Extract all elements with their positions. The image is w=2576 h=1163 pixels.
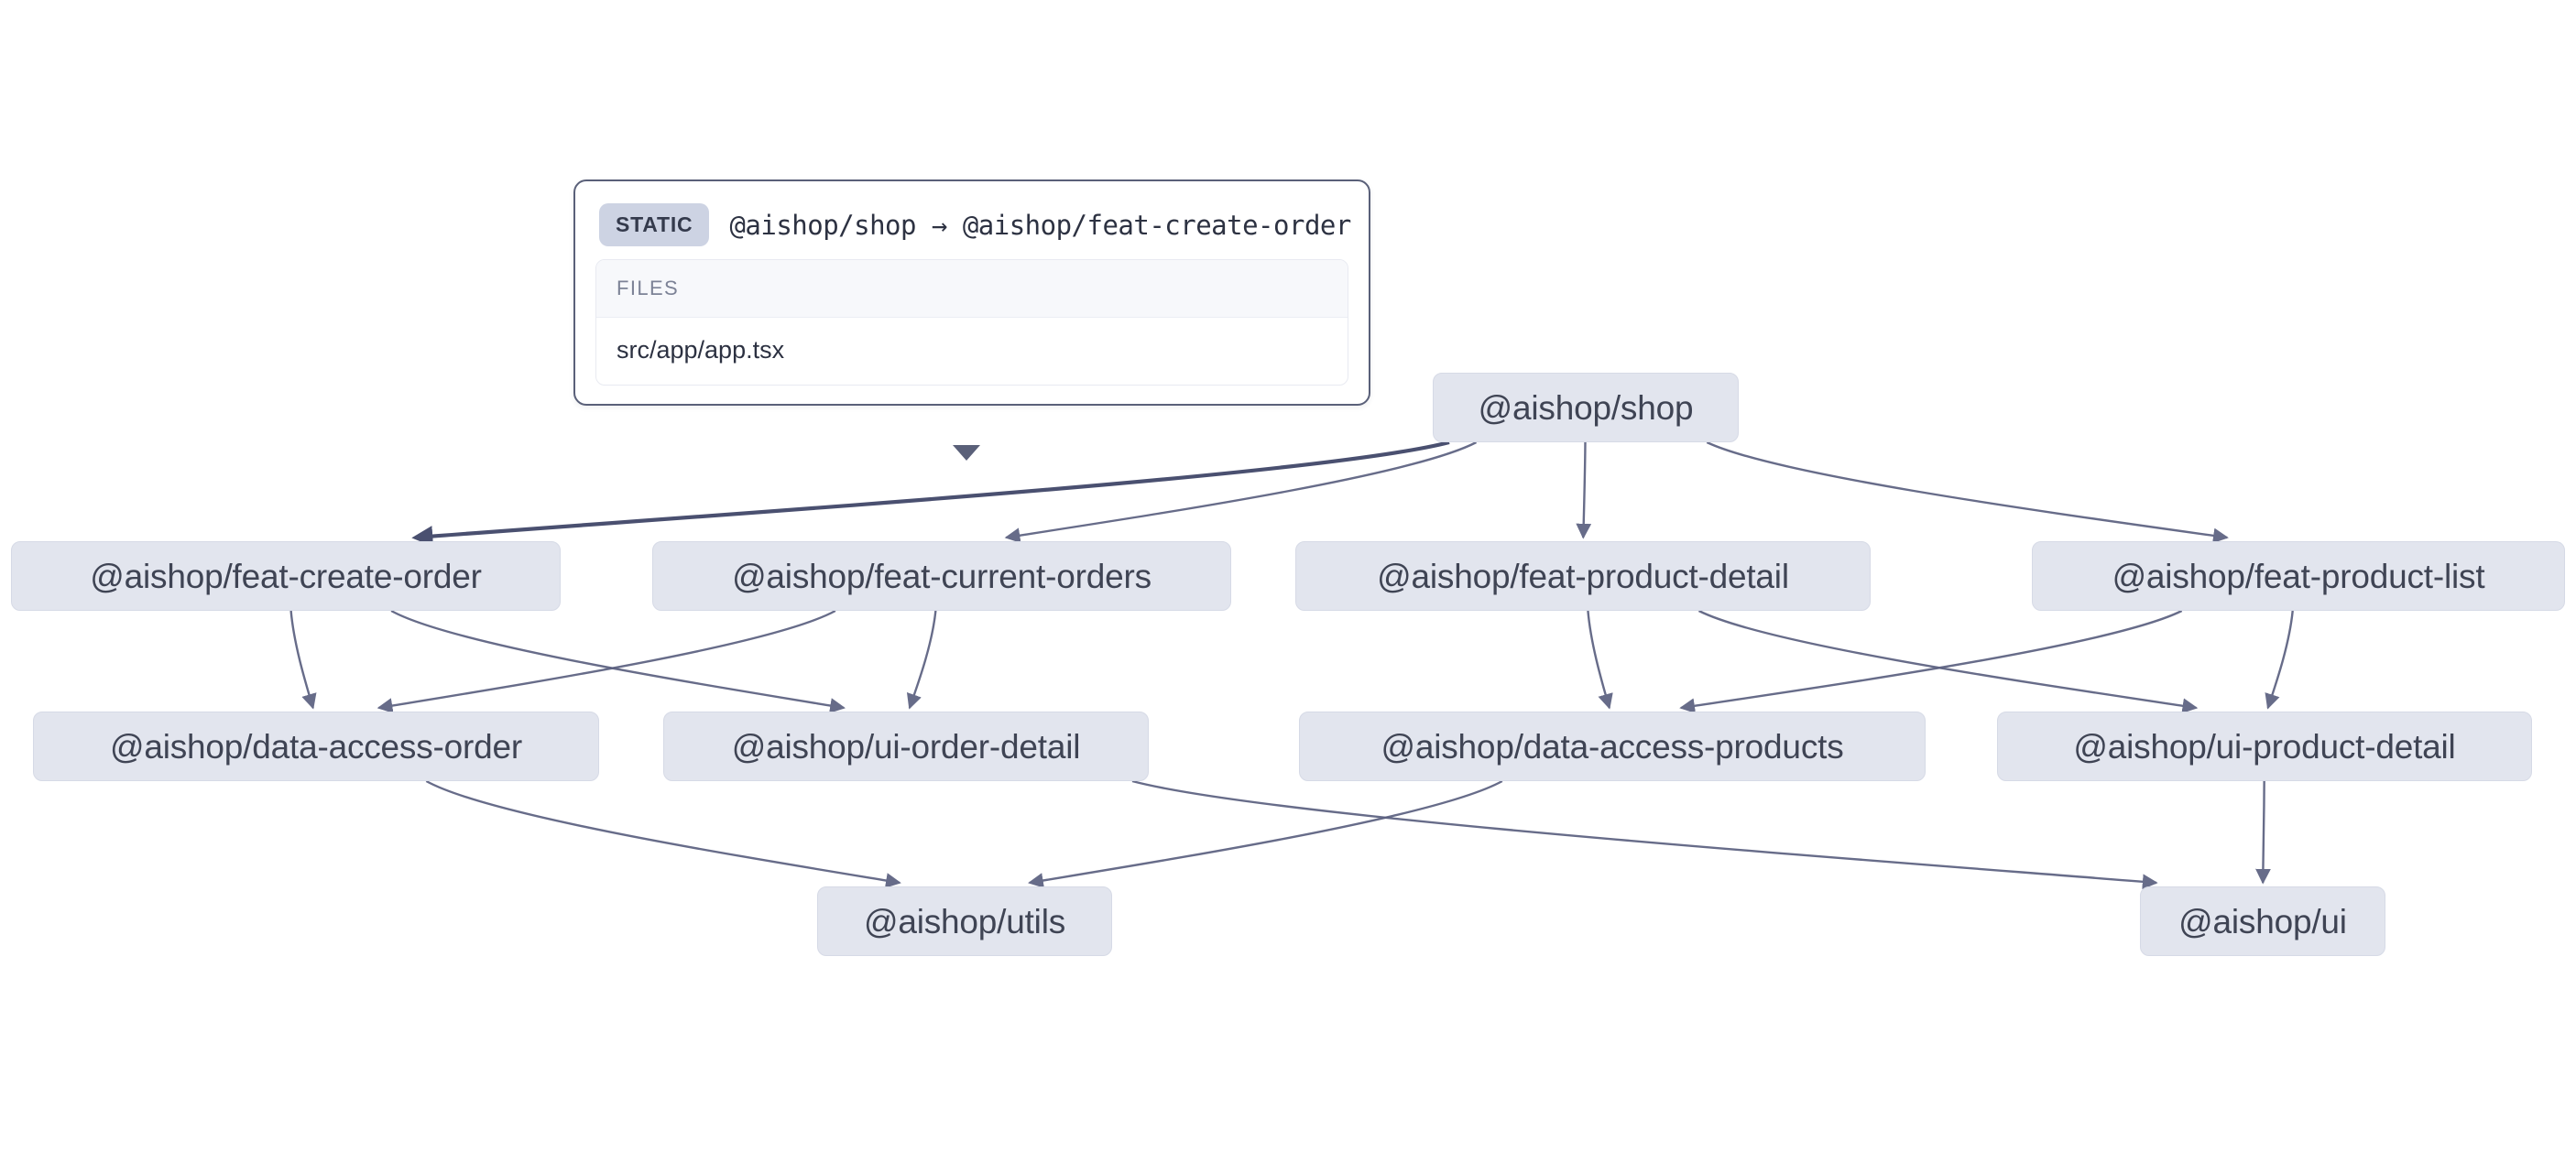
graph-node-label: @aishop/feat-current-orders [732, 557, 1152, 595]
graph-node-label: @aishop/data-access-order [109, 727, 523, 766]
tooltip-files-table: FILES src/app/app.tsx [595, 259, 1348, 386]
tooltip-pointer-icon [953, 445, 980, 461]
graph-edge-feat-current-orders-to-ui-order-detail[interactable] [906, 610, 937, 710]
graph-node-label: @aishop/data-access-products [1381, 727, 1844, 766]
graph-node-label: @aishop/utils [863, 902, 1066, 940]
graph-node-data-access-products[interactable]: @aishop/data-access-products [1299, 712, 1926, 781]
graph-edge-ui-product-detail-to-ui[interactable] [2255, 780, 2271, 885]
graph-node-label: @aishop/feat-create-order [90, 557, 482, 595]
graph-node-data-access-order[interactable]: @aishop/data-access-order [33, 712, 599, 781]
graph-edge-data-access-products-to-utils[interactable] [1028, 779, 1503, 888]
graph-edge-feat-current-orders-to-data-access-order[interactable] [377, 609, 836, 713]
graph-edge-feat-product-list-to-data-access-products[interactable] [1679, 609, 2183, 714]
files-column-header: FILES [596, 260, 1348, 318]
graph-edge-ui-order-detail-to-ui[interactable] [1131, 779, 2158, 890]
file-row-list: src/app/app.tsx [596, 318, 1348, 385]
tooltip-title: @aishop/shop → @aishop/feat-create-order [729, 209, 1351, 241]
graph-node-utils[interactable]: @aishop/utils [817, 886, 1112, 956]
graph-node-label: @aishop/ui-order-detail [731, 727, 1081, 766]
graph-edge-feat-product-detail-to-ui-product-detail[interactable] [1697, 609, 2199, 714]
static-badge: STATIC [599, 203, 710, 246]
graph-edge-feat-create-order-to-ui-order-detail[interactable] [390, 609, 846, 713]
graph-node-feat-product-detail[interactable]: @aishop/feat-product-detail [1295, 541, 1871, 611]
graph-node-label: @aishop/shop [1478, 388, 1694, 427]
graph-node-feat-current-orders[interactable]: @aishop/feat-current-orders [652, 541, 1231, 611]
graph-edge-feat-create-order-to-data-access-order[interactable] [289, 610, 317, 710]
graph-edge-feat-product-list-to-ui-product-detail[interactable] [2265, 610, 2294, 710]
graph-node-shop[interactable]: @aishop/shop [1433, 373, 1739, 442]
graph-node-ui-product-detail[interactable]: @aishop/ui-product-detail [1997, 712, 2532, 781]
graph-edge-shop-to-feat-product-detail[interactable] [1576, 441, 1592, 539]
edge-tooltip-card: STATIC @aishop/shop → @aishop/feat-creat… [573, 179, 1370, 406]
graph-node-label: @aishop/ui-product-detail [2073, 727, 2456, 766]
graph-node-feat-product-list[interactable]: @aishop/feat-product-list [2032, 541, 2565, 611]
graph-node-ui[interactable]: @aishop/ui [2140, 886, 2385, 956]
graph-node-feat-create-order[interactable]: @aishop/feat-create-order [11, 541, 561, 611]
graph-node-label: @aishop/feat-product-list [2112, 557, 2485, 595]
graph-node-label: @aishop/feat-product-detail [1377, 557, 1789, 595]
graph-edge-data-access-order-to-utils[interactable] [425, 779, 901, 888]
graph-node-ui-order-detail[interactable]: @aishop/ui-order-detail [663, 712, 1149, 781]
graph-node-label: @aishop/ui [2178, 902, 2347, 940]
graph-edge-shop-to-feat-current-orders[interactable] [1004, 440, 1478, 543]
graph-edge-shop-to-feat-create-order[interactable] [411, 440, 1450, 548]
graph-edge-feat-product-detail-to-data-access-products[interactable] [1587, 610, 1613, 710]
tooltip-header: STATIC @aishop/shop → @aishop/feat-creat… [595, 198, 1351, 259]
graph-edge-shop-to-feat-product-list[interactable] [1706, 440, 2229, 544]
file-row: src/app/app.tsx [617, 336, 785, 364]
